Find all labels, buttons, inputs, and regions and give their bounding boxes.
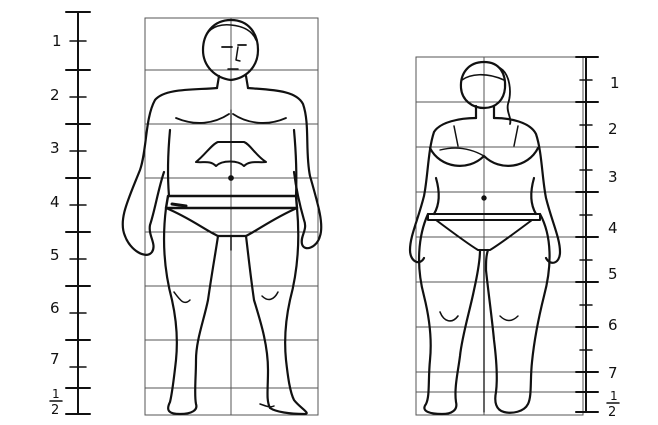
female-scale-label-4: 4 <box>608 219 618 237</box>
male-height-scale: 1 2 3 4 5 6 7 1 2 <box>50 12 90 418</box>
female-scale-label-1: 1 <box>610 74 620 92</box>
female-scale-label-5: 5 <box>608 265 618 283</box>
female-figure <box>410 62 560 414</box>
male-scale-label-5: 5 <box>50 246 60 264</box>
male-scale-label-7: 7 <box>50 350 60 368</box>
male-scale-label-1: 1 <box>52 32 62 50</box>
female-scale-label-3: 3 <box>608 168 618 186</box>
female-scale-label-2: 2 <box>608 120 618 138</box>
female-scale-label-6: 6 <box>608 316 618 334</box>
male-scale-half-denominator: 2 <box>51 403 59 418</box>
male-scale-label-4: 4 <box>50 193 60 211</box>
female-scale-label-7: 7 <box>608 364 618 382</box>
male-grid <box>145 18 318 415</box>
female-scale-half-numerator: 1 <box>610 389 618 403</box>
male-figure <box>123 20 322 414</box>
female-scale-half-denominator: 2 <box>608 405 616 420</box>
male-scale-label-6: 6 <box>50 299 60 317</box>
male-scale-label-3: 3 <box>50 139 60 157</box>
male-scale-label-2: 2 <box>50 86 60 104</box>
male-scale-half-numerator: 1 <box>52 387 60 401</box>
